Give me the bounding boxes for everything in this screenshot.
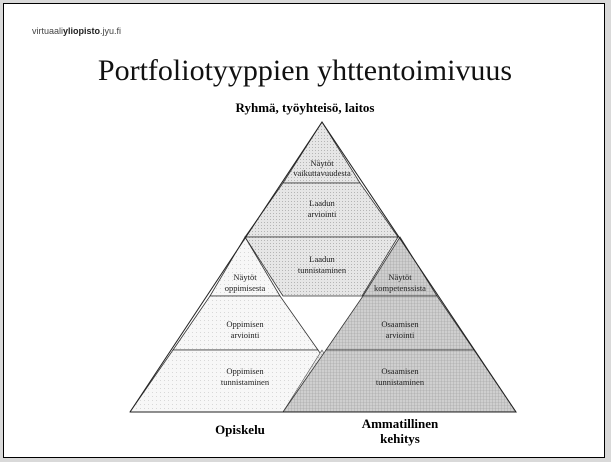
group-label: Ryhmä, työyhteisö, laitos [235, 100, 375, 115]
top-tier3 [244, 236, 399, 297]
footer-left-label: Opiskelu [215, 422, 265, 437]
slide-title: Portfoliotyyppien yhttentoimivuus [97, 54, 513, 87]
top-triangle [244, 121, 399, 297]
brand-logo: virtuaaliyliopisto.jyu.fi [32, 26, 122, 36]
right-triangle [282, 236, 517, 413]
